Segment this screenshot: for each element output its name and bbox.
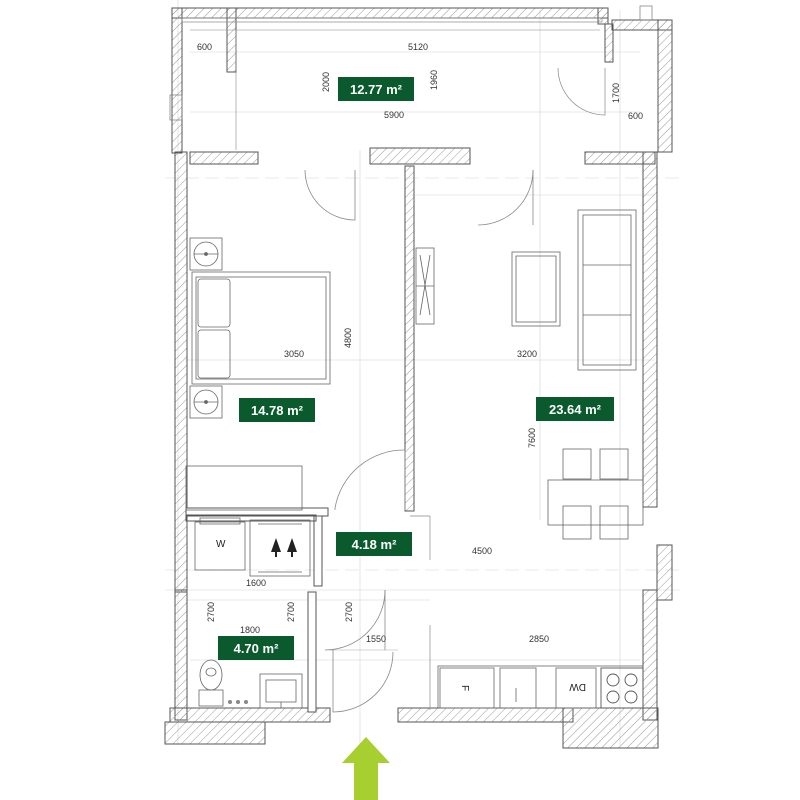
dim-label: 600 <box>628 111 643 121</box>
area-label-living: 23.64 m² <box>549 402 602 417</box>
area-label-hall: 4.18 m² <box>352 537 397 552</box>
dim-label: 2700 <box>344 602 354 622</box>
area-tag-hall <box>336 532 412 556</box>
dim-label: 1550 <box>366 634 386 644</box>
door-swing-icon <box>557 67 606 116</box>
balcony <box>169 5 673 154</box>
interior-walls <box>185 165 431 713</box>
area-tags: 12.77 m² 14.78 m² 23.64 m² 4.18 m² 4.70 … <box>218 77 614 660</box>
dim-label: 4800 <box>343 328 353 348</box>
bath-fittings <box>228 700 248 704</box>
tv-unit-icon <box>415 247 435 325</box>
dim-label: 5900 <box>384 110 404 120</box>
cooktop-icon <box>600 667 644 709</box>
entrance-arrow-icon <box>342 737 390 800</box>
dim-label: 1960 <box>429 70 439 90</box>
coffee-table-icon <box>511 251 561 327</box>
dim-label: 7600 <box>527 428 537 448</box>
table-icon <box>547 448 644 540</box>
washer-label: W <box>216 539 226 550</box>
fridge-label: F <box>459 685 470 691</box>
sink-icon <box>259 673 303 709</box>
toilet-icon <box>198 659 224 707</box>
dim-label: 5120 <box>408 42 428 52</box>
outer-walls <box>164 147 673 749</box>
dim-label: 1800 <box>240 625 260 635</box>
area-label-bedroom: 14.78 m² <box>251 403 304 418</box>
area-tag-bathroom <box>218 636 294 660</box>
area-tag-living <box>536 397 614 421</box>
area-tag-bedroom <box>239 398 315 422</box>
dim-label: 4500 <box>472 546 492 556</box>
dim-label: 2700 <box>206 602 216 622</box>
dim-label: 2850 <box>529 634 549 644</box>
doors <box>304 169 534 713</box>
door-swing-icon <box>332 650 394 713</box>
up-arrow-icon <box>271 538 297 557</box>
dim-label: 3050 <box>284 349 304 359</box>
door-swing-icon <box>324 589 386 651</box>
wardrobe <box>185 465 303 511</box>
door-swing-icon <box>334 449 406 510</box>
nightstand-lamp-icon <box>189 237 223 419</box>
door-swing-icon <box>304 169 356 221</box>
door-swing-icon <box>477 169 534 226</box>
washer-unit <box>194 517 246 571</box>
dim-label: 1700 <box>611 83 621 103</box>
dim-label: 2000 <box>321 72 331 92</box>
area-label-balcony: 12.77 m² <box>350 82 403 97</box>
coat-closet <box>249 519 311 577</box>
dim-label: 3200 <box>517 349 537 359</box>
dishwasher-label: DW <box>569 681 586 692</box>
dim-label: 600 <box>197 42 212 52</box>
dim-label: 1600 <box>246 578 266 588</box>
area-tag-balcony <box>338 77 414 101</box>
dim-label: 2700 <box>286 602 296 622</box>
bed-icon <box>191 271 331 385</box>
area-label-bathroom: 4.70 m² <box>234 641 279 656</box>
sofa-icon <box>577 209 637 371</box>
dimension-labels: 600 5120 2000 1960 5900 1700 600 3050 48… <box>197 42 643 644</box>
